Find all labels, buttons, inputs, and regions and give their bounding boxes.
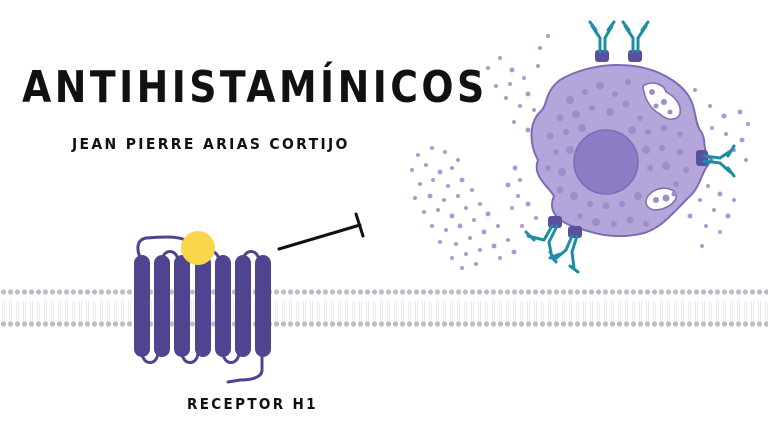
antibody-top-left	[588, 20, 616, 62]
histamine-ligand-icon	[181, 231, 215, 265]
mast-cell-icon	[530, 64, 714, 238]
receptor-label: RECEPTOR H1	[187, 395, 318, 413]
nucleus-icon	[573, 129, 639, 195]
author-name: JEAN PIERRE ARIAS CORTIJO	[72, 135, 350, 153]
antibody-top-right	[621, 20, 650, 62]
page-title: ANTIHISTAMÍNICOS	[22, 62, 488, 113]
released-granules	[410, 34, 750, 270]
antibody-icons	[524, 20, 736, 274]
antibody-bottom-left	[524, 216, 562, 264]
antibody-right	[696, 144, 736, 178]
antibody-bottom-right	[548, 226, 582, 274]
transmembrane-helices	[134, 255, 271, 357]
cell-membrane	[0, 288, 768, 328]
inhibition-icon	[277, 212, 365, 251]
